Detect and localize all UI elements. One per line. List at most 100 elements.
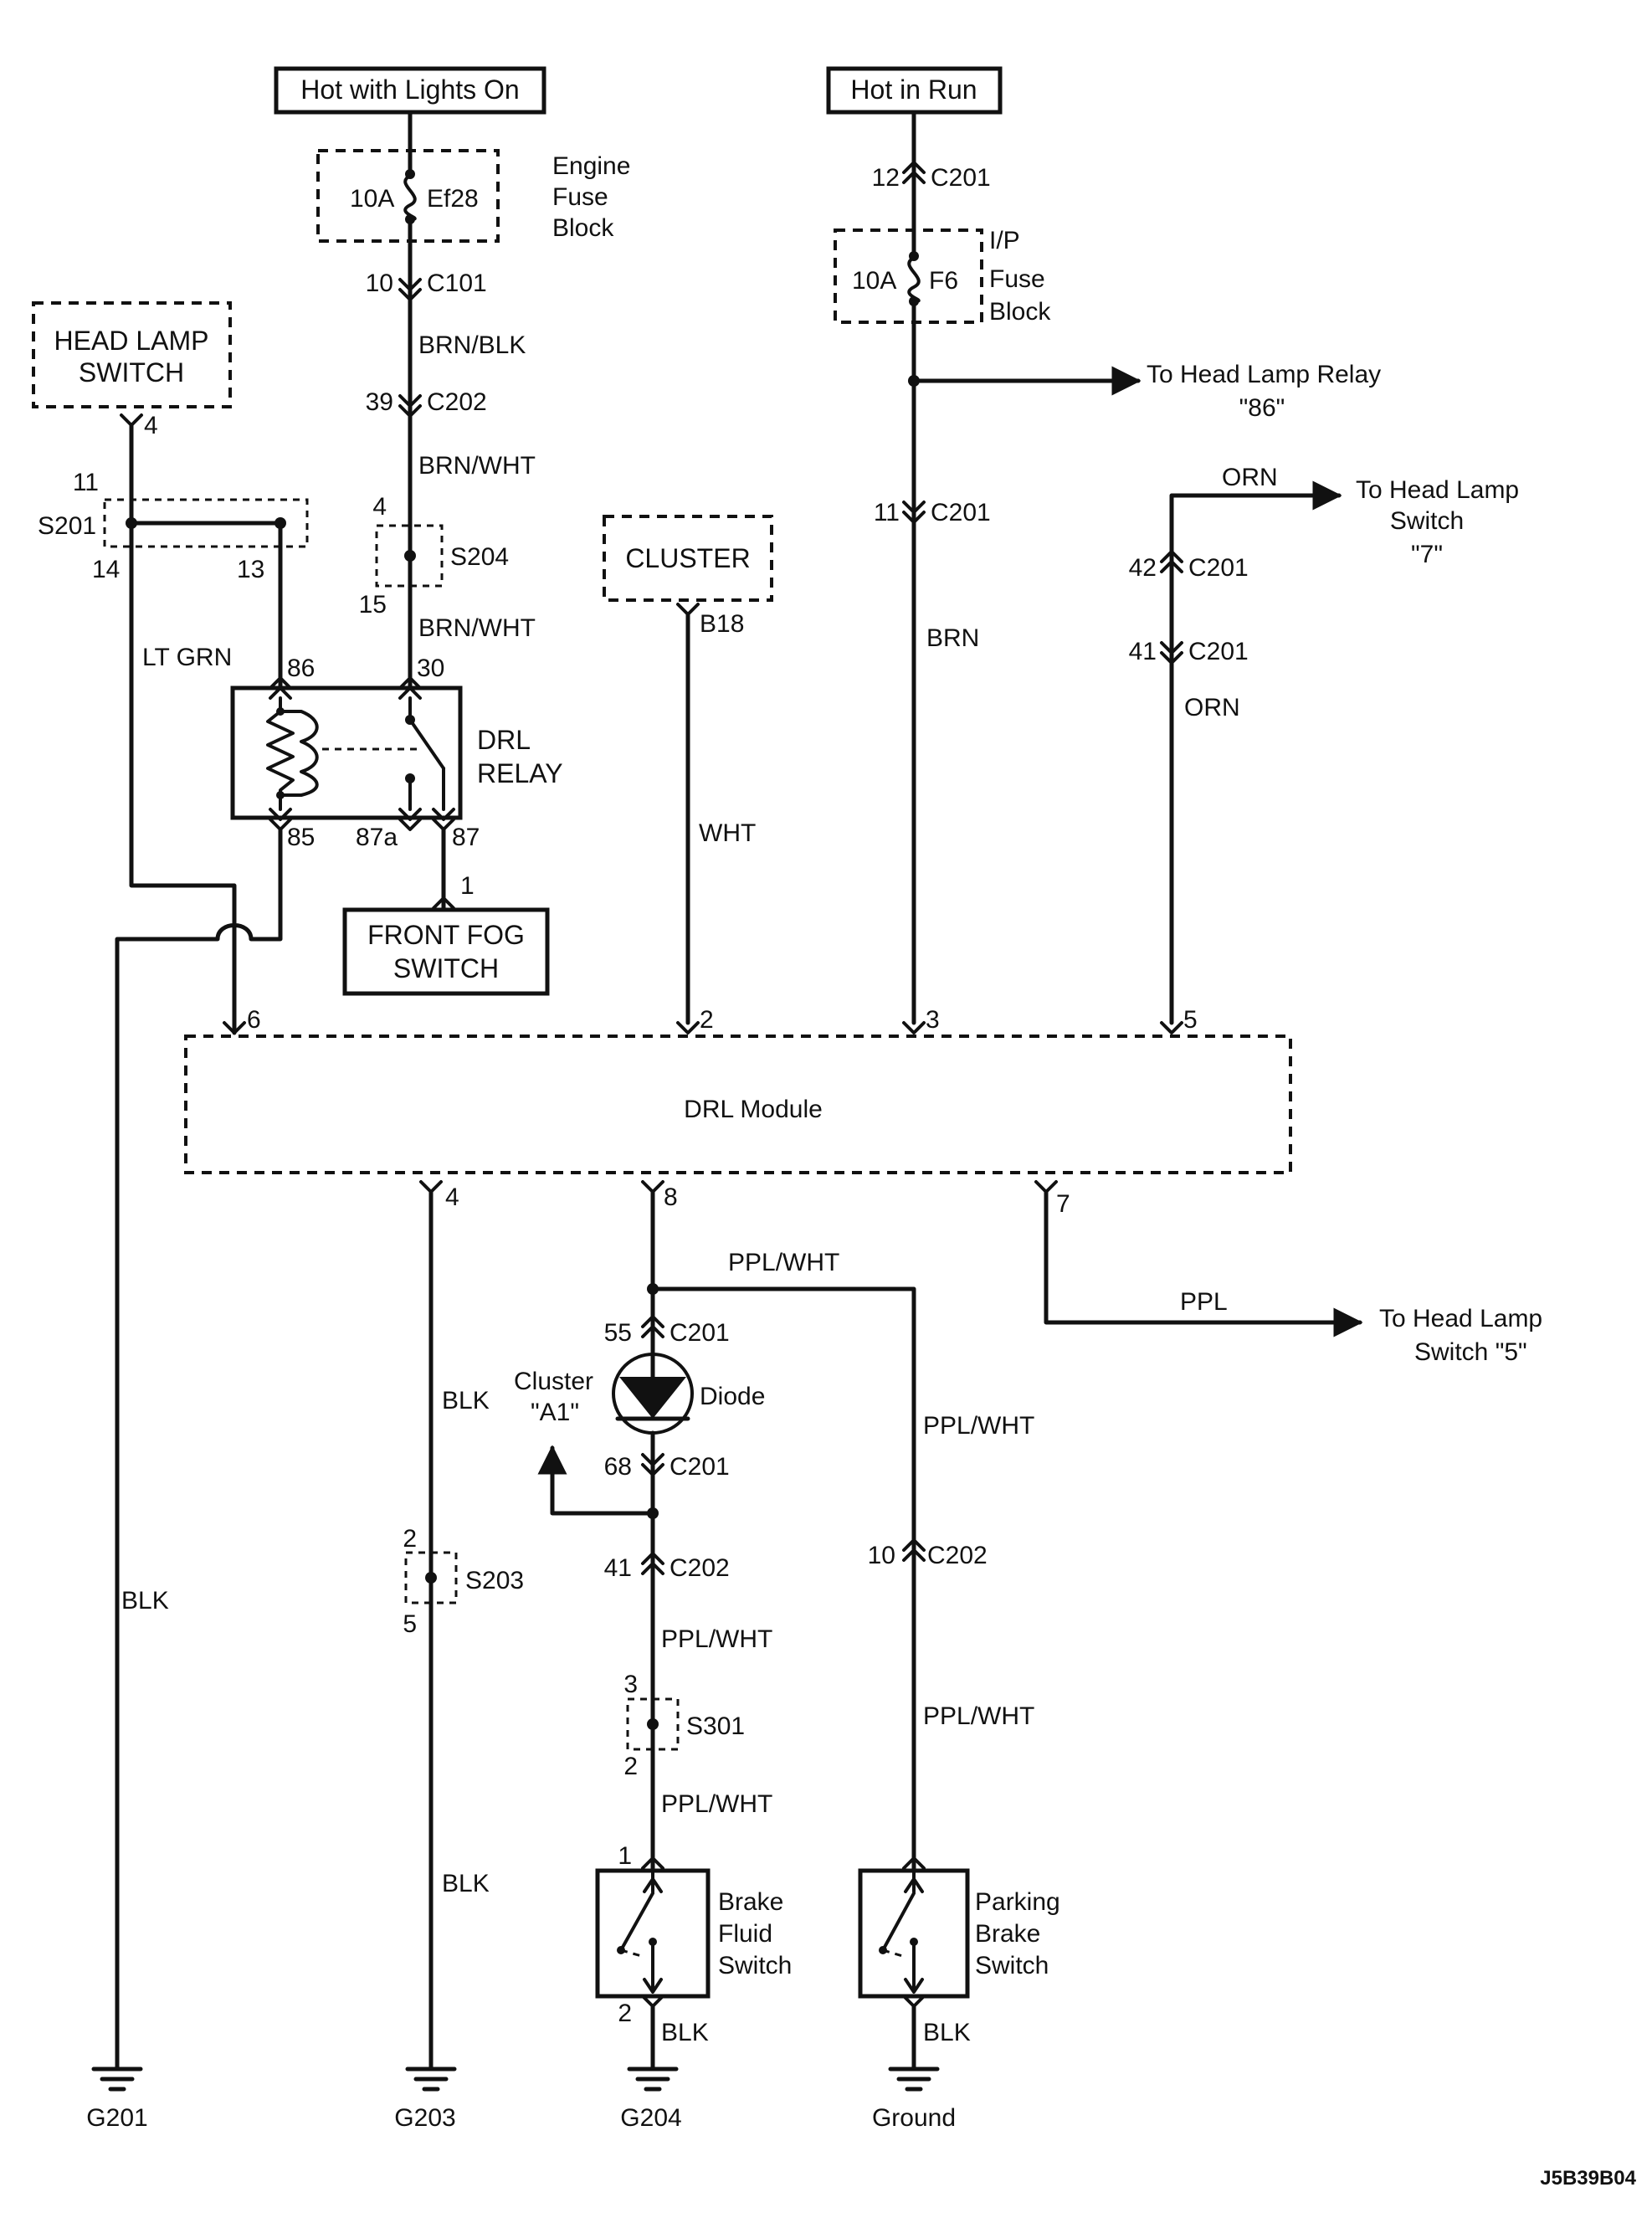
- engine-fuse-block-label-2: Fuse: [552, 183, 608, 211]
- s301-label: S301: [686, 1712, 745, 1740]
- dest-hls7-3: "7": [1411, 541, 1443, 568]
- relay-pin-85: 85: [287, 824, 315, 851]
- fuse-ef28-id: Ef28: [427, 185, 479, 213]
- wire-label-brn-wht-1: BRN/WHT: [418, 452, 536, 480]
- s203-pin-5: 5: [403, 1610, 417, 1638]
- ground-chassis: Ground: [872, 2067, 956, 2132]
- module-pin-8: 8: [664, 1183, 678, 1211]
- head-lamp-switch-label-1: HEAD LAMP: [54, 326, 209, 356]
- c202-pin-41: 41: [604, 1554, 632, 1582]
- s301-pin-3: 3: [623, 1671, 638, 1698]
- s201-label: S201: [38, 512, 96, 540]
- c201-label-5: C201: [670, 1319, 730, 1347]
- head-lamp-switch-label-2: SWITCH: [79, 357, 184, 388]
- c201-label-2: C201: [931, 499, 991, 526]
- module-pin-2: 2: [700, 1006, 714, 1034]
- pbs-label-1: Parking: [975, 1888, 1060, 1916]
- s204-pin-15: 15: [359, 591, 387, 619]
- relay-pin-87: 87: [452, 824, 480, 851]
- engine-fuse-block-label-3: Block: [552, 214, 614, 242]
- c101-connector: 10 C101: [366, 270, 487, 301]
- front-fog-switch: 1 FRONT FOG SWITCH: [342, 872, 550, 996]
- front-fog-switch-label-1: FRONT FOG: [367, 920, 525, 950]
- c201-pin-41: 41: [1129, 638, 1157, 665]
- drl-module: DRL Module 6 2 3 5 4 8 7: [184, 1006, 1292, 1218]
- c202-label-bottom-2: C202: [927, 1542, 988, 1569]
- c201-pin12-connector: 12 C201: [872, 161, 991, 192]
- relay-switch-arm: [408, 718, 445, 770]
- brake-fluid-switch: 1 Brake Fluid Switch 2: [595, 1842, 792, 2027]
- hot-in-run-source: Hot in Run: [826, 66, 1003, 115]
- cluster-a1-label-2: "A1": [531, 1399, 579, 1426]
- cluster-label: CLUSTER: [625, 543, 750, 573]
- wire-label-brn-blk: BRN/BLK: [418, 331, 526, 359]
- c202-pin10-connector: 10 C202: [868, 1538, 988, 1569]
- ground-g201-label: G201: [86, 2104, 147, 2132]
- wire-label-brn-wht-2: BRN/WHT: [418, 614, 536, 642]
- c201-pin11-connector: 11 C201: [874, 499, 991, 526]
- c201-pin68-connector: 68 C201: [604, 1453, 730, 1481]
- cluster: CLUSTER B18: [603, 515, 773, 638]
- c201-pin-12: 12: [872, 164, 900, 192]
- fuse-f6-id: F6: [929, 267, 958, 295]
- fog-pin-1: 1: [460, 872, 475, 900]
- s201-pin-13: 13: [237, 556, 264, 583]
- bfs-label-1: Brake: [718, 1888, 783, 1916]
- engine-fuse-ef28: 10A Ef28 Engine Fuse Block: [316, 149, 630, 243]
- wire-label-blk-left: BLK: [121, 1587, 169, 1615]
- hot-with-lights-on-source: Hot with Lights On: [274, 66, 546, 115]
- fuse-ef28-rating: 10A: [350, 185, 394, 213]
- dest-hls5-2: Switch "5": [1414, 1338, 1527, 1366]
- diode-icon: [619, 1377, 686, 1419]
- wire-lt-grn: [129, 521, 237, 1015]
- c201-label-3: C201: [1188, 554, 1249, 582]
- ip-fuse-block-label-3: Block: [989, 298, 1051, 326]
- ground-g204: G204: [620, 2067, 682, 2132]
- c202-pin-10: 10: [868, 1542, 895, 1569]
- wire-orn-top: [1169, 480, 1342, 1025]
- ip-fuse-block-label-1: I/P: [989, 227, 1020, 254]
- drl-relay-label-2: RELAY: [477, 758, 563, 788]
- module-pin-7: 7: [1056, 1190, 1070, 1218]
- c201-label-1: C201: [931, 164, 991, 192]
- wire-label-ppl-wht-top: PPL/WHT: [728, 1249, 839, 1276]
- dest-hls5-1: To Head Lamp: [1379, 1305, 1542, 1332]
- module-pin-4: 4: [445, 1183, 459, 1211]
- wire-label-ppl: PPL: [1180, 1288, 1228, 1316]
- bfs-label-2: Fluid: [718, 1920, 772, 1948]
- relay-pin-30: 30: [417, 655, 444, 682]
- wire-label-wht: WHT: [699, 819, 756, 847]
- parking-brake-switch: Parking Brake Switch: [858, 1856, 1060, 2008]
- drl-module-label: DRL Module: [684, 1096, 823, 1123]
- c202-pin39-connector: 39 C202: [366, 388, 487, 418]
- s204-splice: 4 S204 15: [359, 493, 509, 619]
- relay-pin-86: 86: [287, 655, 315, 682]
- pbs-label-3: Switch: [975, 1952, 1049, 1979]
- wire-label-ppl-wht-c2: PPL/WHT: [661, 1790, 772, 1818]
- bfs-pin-2: 2: [618, 2000, 632, 2027]
- s201-splice: 11 S201 14 13: [38, 469, 309, 583]
- bfs-switch-arm: [619, 1892, 654, 1952]
- wire-label-blk-pbs: BLK: [923, 2019, 971, 2046]
- c202-pin-39: 39: [366, 388, 393, 416]
- diode-label: Diode: [700, 1383, 765, 1410]
- ground-g204-label: G204: [620, 2104, 681, 2132]
- ip-fuse-f6: 10A F6 I/P Fuse Block: [834, 227, 1051, 326]
- ground-label: Ground: [872, 2104, 956, 2132]
- wire-ppl: [1044, 1189, 1363, 1337]
- relay-pin-87a: 87a: [356, 824, 398, 851]
- c201-pin-68: 68: [604, 1453, 632, 1481]
- c201-pin41-connector: 41 C201: [1129, 638, 1249, 665]
- fuse-f6-rating: 10A: [852, 267, 896, 295]
- wire-label-blk-mid-1: BLK: [442, 1387, 490, 1414]
- wire-label-orn-bot: ORN: [1184, 694, 1240, 721]
- s204-label: S204: [450, 543, 509, 571]
- drl-relay-label-1: DRL: [477, 725, 531, 755]
- s203-label: S203: [465, 1567, 524, 1594]
- hot-in-run-label: Hot in Run: [850, 74, 977, 105]
- fuse-element-ef28: [403, 174, 417, 221]
- wire-label-ppl-wht-c1: PPL/WHT: [661, 1625, 772, 1653]
- ground-icon: [91, 2067, 143, 2092]
- ground-icon: [627, 2067, 679, 2092]
